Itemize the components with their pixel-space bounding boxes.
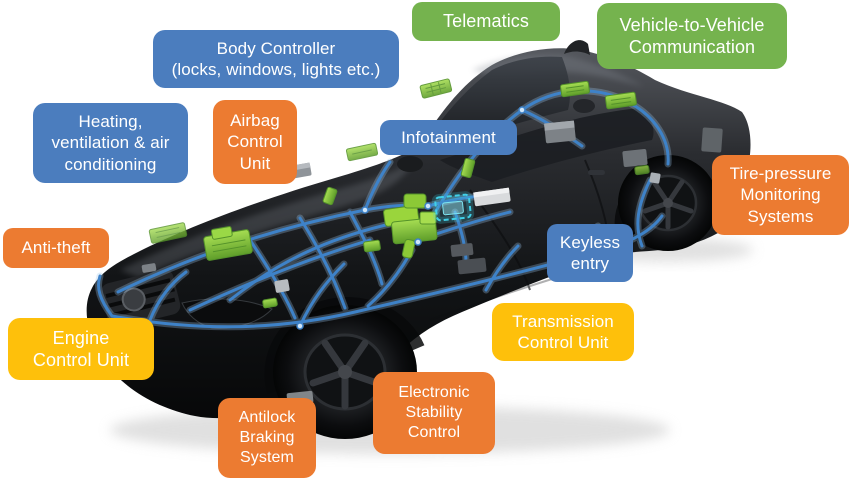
label-antilock-braking-system: Antilock Braking System <box>218 398 316 478</box>
ecu-module <box>560 80 590 98</box>
ecu-module <box>148 222 188 244</box>
ecu-module <box>262 297 278 309</box>
ecu-module <box>203 226 253 261</box>
obd-connector-highlight <box>431 191 475 224</box>
antenna-fin <box>564 40 590 55</box>
label-transmission-control-unit: Transmission Control Unit <box>492 303 634 361</box>
label-airbag-control-unit: Airbag Control Unit <box>213 100 297 184</box>
label-electronic-stability-control: Electronic Stability Control <box>373 372 495 454</box>
label-engine-control-unit: Engine Control Unit <box>8 318 154 380</box>
hood-sheen <box>120 160 415 278</box>
rear-wheel <box>618 155 718 251</box>
side-mirror-left <box>397 156 423 172</box>
front-wheel-arch <box>264 297 425 394</box>
ecu-module <box>345 142 379 162</box>
side-window <box>440 108 654 182</box>
label-infotainment: Infotainment <box>380 120 517 155</box>
ecu-module <box>634 164 650 176</box>
label-vehicle-to-vehicle-communication: Vehicle-to-Vehicle Communication <box>597 3 787 69</box>
label-body-controller: Body Controller (locks, windows, lights … <box>153 30 399 88</box>
ecu-modules <box>148 78 650 309</box>
label-tire-pressure-monitoring: Tire-pressure Monitoring Systems <box>712 155 849 235</box>
label-keyless-entry: Keyless entry <box>547 224 633 282</box>
ecu-module <box>419 78 453 99</box>
central-gateway-module <box>383 193 438 259</box>
ecu-module <box>322 186 338 206</box>
label-telematics: Telematics <box>412 2 560 41</box>
ecu-module <box>604 91 637 110</box>
connector-modules <box>141 120 723 406</box>
side-mirror-right <box>573 99 595 113</box>
ecu-module <box>460 157 476 179</box>
door-handle <box>588 170 605 175</box>
label-anti-theft: Anti-theft <box>3 228 109 268</box>
ecu-module <box>363 239 381 253</box>
label-hvac: Heating, ventilation & air conditioning <box>33 103 188 183</box>
